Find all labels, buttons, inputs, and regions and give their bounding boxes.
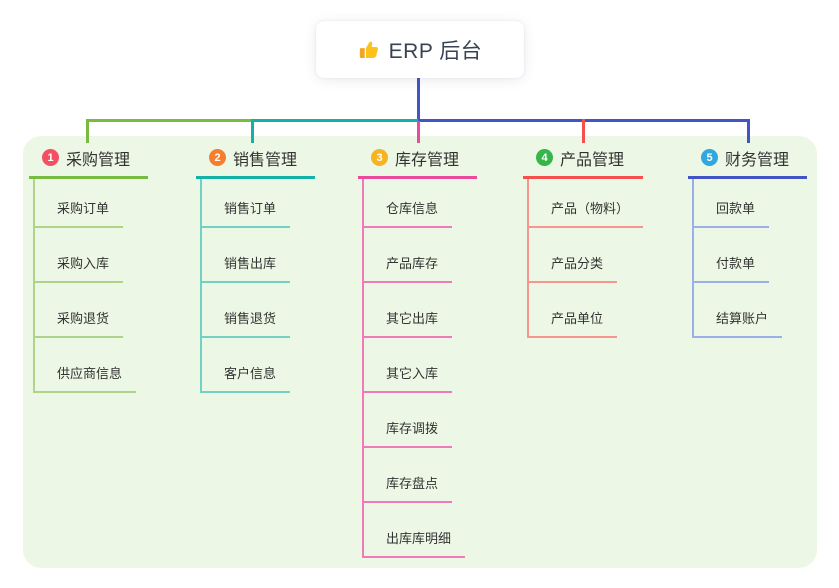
child-row: 库存盘点 — [364, 448, 465, 503]
branch-3: 3 库存管理仓库信息产品库存其它出库其它入库库存调拨库存盘点出库库明细 — [358, 146, 477, 558]
child-row: 采购入库 — [35, 228, 136, 283]
child-row: 产品单位 — [529, 283, 643, 338]
child-node[interactable]: 产品分类 — [529, 253, 618, 283]
child-node[interactable]: 仓库信息 — [364, 198, 453, 228]
child-node[interactable]: 供应商信息 — [35, 363, 137, 393]
branch-5: 5 财务管理回款单付款单结算账户 — [688, 146, 807, 338]
branch-children: 产品（物料） 产品分类产品单位 — [527, 179, 644, 338]
child-row: 产品分类 — [529, 228, 643, 283]
child-row: 销售出库 — [202, 228, 291, 283]
branch-label: 财务管理 — [725, 151, 790, 169]
child-row: 仓库信息 — [364, 179, 465, 228]
branch-children: 采购订单采购入库采购退货供应商信息 — [33, 179, 137, 393]
branch-1: 1 采购管理采购订单采购入库采购退货供应商信息 — [29, 146, 148, 393]
child-row: 销售退货 — [202, 283, 291, 338]
child-node[interactable]: 其它出库 — [364, 308, 453, 338]
child-row: 出库库明细 — [364, 503, 466, 558]
child-row: 付款单 — [694, 228, 782, 283]
trunk-line-purchase — [86, 119, 253, 122]
child-row: 其它出库 — [364, 283, 465, 338]
branch-header[interactable]: 2 销售管理 — [196, 146, 315, 179]
child-row: 回款单 — [694, 179, 782, 228]
branch-header[interactable]: 1 采购管理 — [29, 146, 148, 179]
branch-header[interactable]: 3 库存管理 — [358, 146, 477, 179]
drop-line-finance — [747, 119, 750, 143]
child-node[interactable]: 销售出库 — [202, 253, 291, 283]
drop-line-purchase — [86, 119, 89, 143]
child-row: 采购退货 — [35, 283, 136, 338]
branch-4: 4 产品管理产品（物料） 产品分类产品单位 — [523, 146, 644, 338]
child-node[interactable]: 产品（物料） — [529, 198, 644, 228]
child-node[interactable]: 产品单位 — [529, 308, 618, 338]
root-title: ERP 后台 — [388, 39, 483, 63]
child-node[interactable]: 库存调拨 — [364, 418, 453, 448]
branch-children: 仓库信息产品库存其它出库其它入库库存调拨库存盘点出库库明细 — [362, 179, 466, 558]
child-row: 其它入库 — [364, 338, 465, 393]
child-row: 销售订单 — [202, 179, 291, 228]
child-node[interactable]: 销售订单 — [202, 198, 291, 228]
child-node[interactable]: 采购订单 — [35, 198, 124, 228]
root-vertical-line — [417, 78, 420, 120]
branch-children: 销售订单销售出库销售退货客户信息 — [200, 179, 291, 393]
branch-number-badge: 5 — [701, 149, 718, 166]
child-node[interactable]: 销售退货 — [202, 308, 291, 338]
drop-line-inventory — [417, 121, 420, 143]
child-row: 结算账户 — [694, 283, 783, 338]
branch-label: 销售管理 — [233, 151, 298, 169]
child-row: 供应商信息 — [35, 338, 137, 393]
child-node[interactable]: 客户信息 — [202, 363, 291, 393]
drop-line-product — [582, 119, 585, 143]
branch-label: 库存管理 — [395, 151, 460, 169]
child-node[interactable]: 采购退货 — [35, 308, 124, 338]
child-node[interactable]: 采购入库 — [35, 253, 124, 283]
branch-label: 产品管理 — [560, 151, 625, 169]
child-row: 采购订单 — [35, 179, 136, 228]
branch-number-badge: 4 — [536, 149, 553, 166]
child-node[interactable]: 出库库明细 — [364, 528, 466, 558]
child-node[interactable]: 库存盘点 — [364, 473, 453, 503]
root-node[interactable]: ERP 后台 — [316, 21, 524, 78]
child-node[interactable]: 回款单 — [694, 198, 770, 228]
child-node[interactable]: 产品库存 — [364, 253, 453, 283]
child-node[interactable]: 其它入库 — [364, 363, 453, 393]
branch-header[interactable]: 5 财务管理 — [688, 146, 807, 179]
child-row: 产品库存 — [364, 228, 465, 283]
child-row: 产品（物料） — [529, 179, 644, 228]
branch-label: 采购管理 — [66, 151, 131, 169]
thumbs-up-icon — [359, 41, 378, 58]
child-row: 客户信息 — [202, 338, 291, 393]
child-node[interactable]: 结算账户 — [694, 308, 783, 338]
trunk-line-sales — [253, 119, 418, 122]
branch-children: 回款单付款单结算账户 — [692, 179, 783, 338]
branch-header[interactable]: 4 产品管理 — [523, 146, 644, 179]
drop-line-sales — [251, 119, 254, 143]
branch-number-badge: 1 — [42, 149, 59, 166]
branch-number-badge: 3 — [371, 149, 388, 166]
branch-number-badge: 2 — [209, 149, 226, 166]
child-node[interactable]: 付款单 — [694, 253, 770, 283]
branch-2: 2 销售管理销售订单销售出库销售退货客户信息 — [196, 146, 315, 393]
child-row: 库存调拨 — [364, 393, 465, 448]
children-panel — [23, 136, 817, 568]
